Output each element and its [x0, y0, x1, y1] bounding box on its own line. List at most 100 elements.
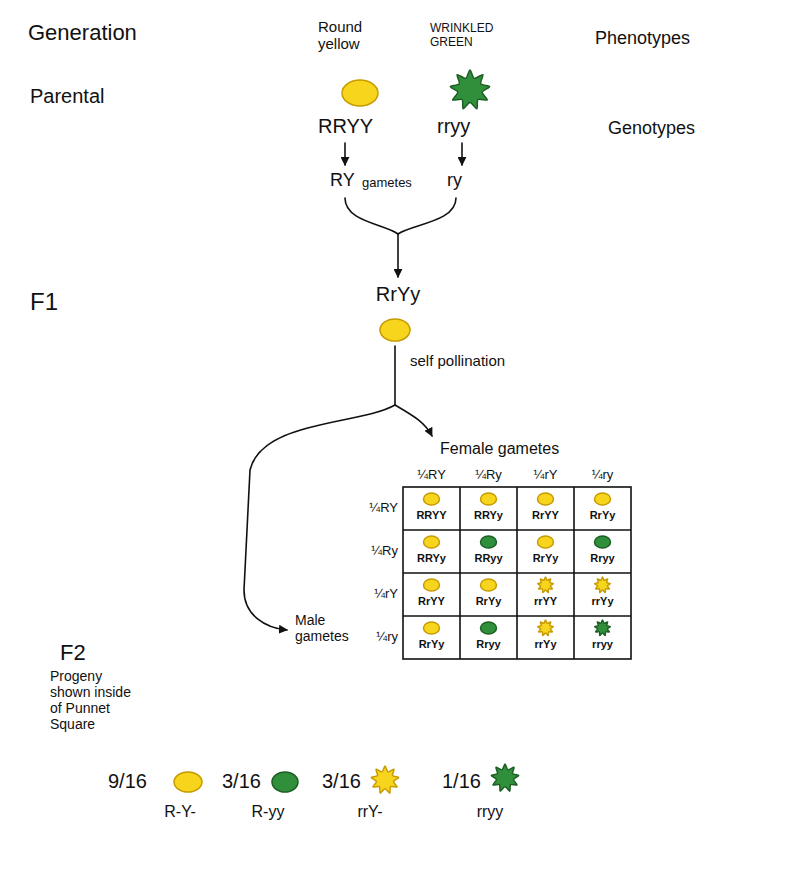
- label-holder: Parental: [30, 85, 105, 108]
- label-holder: R-yy: [252, 803, 285, 821]
- fertilization-line: [345, 198, 398, 234]
- label-holder: RRYy: [474, 509, 503, 522]
- label-holder: ¼ry: [592, 468, 614, 483]
- label-holder: F1: [30, 288, 58, 316]
- label-holder: Generation: [28, 20, 137, 45]
- wrinkled-pea: [595, 577, 611, 593]
- label-holder: ¼RY: [369, 501, 398, 516]
- label-holder: R-Y-: [164, 803, 195, 821]
- label-holder: RrYy: [533, 552, 559, 565]
- genotype-cell: RRYY: [416, 509, 446, 522]
- fertilization-arrow: [397, 234, 399, 277]
- grid-line: [403, 572, 631, 574]
- diagram-label: RY: [330, 170, 355, 191]
- label-holder: ¼rY: [534, 468, 558, 483]
- diagram-label: Genotypes: [608, 118, 695, 139]
- diagram-label: ¼rY: [534, 468, 558, 483]
- diagram-label: Progeny shown inside of Punnet Square: [50, 668, 145, 732]
- label-holder: gametes: [362, 176, 412, 191]
- label-holder: Progeny shown inside of Punnet Square: [50, 668, 145, 732]
- diagram-label: ¼RY: [417, 468, 446, 483]
- round-pea: [174, 772, 202, 792]
- label-holder: RRYY: [318, 115, 373, 138]
- genotype-cell: rrYY: [534, 595, 557, 608]
- genotype-cell: RRYy: [417, 552, 446, 565]
- diagram-label: RrYy: [376, 283, 420, 306]
- diagram-label: F1: [30, 288, 58, 316]
- label-holder: RrYY: [418, 595, 445, 608]
- genotype-cell: RrYy: [476, 595, 502, 608]
- diagram-label: Round yellow: [318, 18, 378, 53]
- round-pea: [481, 622, 497, 634]
- label-holder: RrYy: [376, 283, 420, 306]
- label-holder: 3/16: [222, 770, 261, 793]
- label-holder: self pollination: [410, 352, 505, 369]
- genotype-cell: RrYy: [419, 638, 445, 651]
- wrinkled-pea: [371, 766, 399, 793]
- punnett-grid: [403, 487, 631, 659]
- diagram-label: Generation: [28, 20, 137, 45]
- label-holder: Rryy: [476, 638, 500, 651]
- wrinkled-pea: [538, 577, 554, 593]
- diagram-label: Phenotypes: [595, 28, 690, 49]
- male-branch-arrow: [244, 405, 395, 630]
- round-pea: [380, 319, 410, 341]
- round-pea: [538, 536, 554, 548]
- label-holder: rrYy: [591, 595, 613, 608]
- genotype-cell: rrYy: [591, 595, 613, 608]
- label-holder: Phenotypes: [595, 28, 690, 49]
- round-pea: [595, 536, 611, 548]
- genotype-cell: RRyy: [474, 552, 502, 565]
- diagram-label: RRYY: [318, 115, 373, 138]
- genotype-cell: RrYy: [590, 509, 616, 522]
- diagram-label: rrY-: [357, 803, 382, 821]
- diagram-label: ¼rY: [374, 587, 398, 602]
- label-holder: rrYY: [534, 595, 557, 608]
- genotype-cell: rrYy: [534, 638, 556, 651]
- round-pea: [272, 772, 298, 792]
- label-holder: ¼Ry: [371, 544, 398, 559]
- genotype-cell: Rryy: [476, 638, 500, 651]
- diagram-label: Female gametes: [440, 440, 559, 458]
- label-holder: Genotypes: [608, 118, 695, 139]
- round-pea: [424, 493, 440, 505]
- diagram-label: 1/16: [442, 770, 481, 793]
- round-pea: [342, 80, 378, 106]
- round-pea: [424, 579, 440, 591]
- label-holder: RY: [330, 170, 355, 191]
- grid-line: [403, 529, 631, 531]
- wrinkled-pea: [450, 70, 489, 109]
- label-holder: rrYy: [534, 638, 556, 651]
- wrinkled-pea: [538, 620, 554, 636]
- diagram-label: ¼Ry: [371, 544, 398, 559]
- round-pea: [424, 536, 440, 548]
- diagram-label: ¼RY: [369, 501, 398, 516]
- label-holder: Round yellow: [318, 18, 378, 53]
- round-pea: [481, 579, 497, 591]
- genotype-cell: Rryy: [590, 552, 614, 565]
- diagram-label: ¼ry: [376, 630, 398, 645]
- genotype-cell: RRYy: [474, 509, 503, 522]
- diagram-label: 3/16: [322, 770, 361, 793]
- fertilization-line: [398, 198, 456, 234]
- pollination-line: [394, 346, 396, 405]
- label-holder: RrYY: [532, 509, 559, 522]
- label-holder: 1/16: [442, 770, 481, 793]
- label-holder: rrY-: [357, 803, 382, 821]
- label-holder: rryy: [437, 115, 470, 138]
- female-branch-arrow: [395, 405, 432, 436]
- diagram-label: gametes: [362, 176, 412, 191]
- label-holder: ¼Ry: [475, 468, 502, 483]
- label-holder: RrYy: [476, 595, 502, 608]
- diagram-label: 9/16: [108, 770, 147, 793]
- wrinkled-pea: [595, 620, 611, 636]
- diagram-label: R-Y-: [164, 803, 195, 821]
- label-holder: RRyy: [474, 552, 502, 565]
- diagram-label: rryy: [477, 803, 504, 821]
- gamete-arrow: [344, 143, 346, 165]
- label-holder: RrYy: [419, 638, 445, 651]
- genotype-cell: RrYY: [532, 509, 559, 522]
- grid-line: [403, 615, 631, 617]
- diagram-label: R-yy: [252, 803, 285, 821]
- label-holder: ¼RY: [417, 468, 446, 483]
